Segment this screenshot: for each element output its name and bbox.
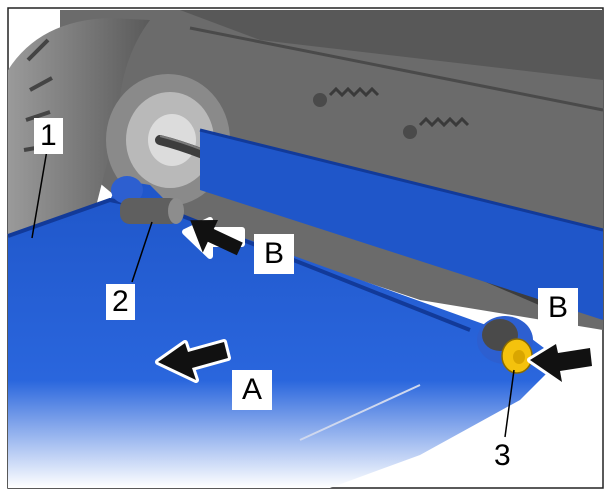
callout-b-right: B	[538, 288, 579, 328]
housing-top-panel	[180, 10, 603, 80]
gear-teeth	[23, 38, 53, 152]
spring-assembly	[313, 86, 470, 139]
callout-3: 3	[488, 438, 517, 474]
tray-front	[8, 180, 560, 488]
yellow-knob-center	[513, 350, 525, 364]
callout-b-left: B	[254, 234, 295, 274]
housing-seam	[189, 26, 604, 112]
leader-line-1	[31, 149, 48, 239]
callout-2: 2	[106, 284, 135, 320]
leader-line-3	[504, 369, 515, 438]
callout-a: A	[232, 370, 273, 410]
callout-1: 1	[34, 118, 63, 154]
arrow-a-icon	[155, 339, 231, 383]
arrow-b-left-icon	[182, 217, 245, 259]
tray-detail-line	[299, 384, 421, 441]
arrow-b-right-icon	[527, 341, 595, 385]
left-pin-mount	[111, 176, 143, 204]
left-pin	[120, 198, 180, 224]
side-gear	[8, 18, 150, 235]
leader-line-2	[131, 221, 153, 283]
tray-back-edge	[199, 128, 604, 232]
tray-back-wall	[200, 130, 603, 320]
left-pin-end	[168, 198, 184, 224]
